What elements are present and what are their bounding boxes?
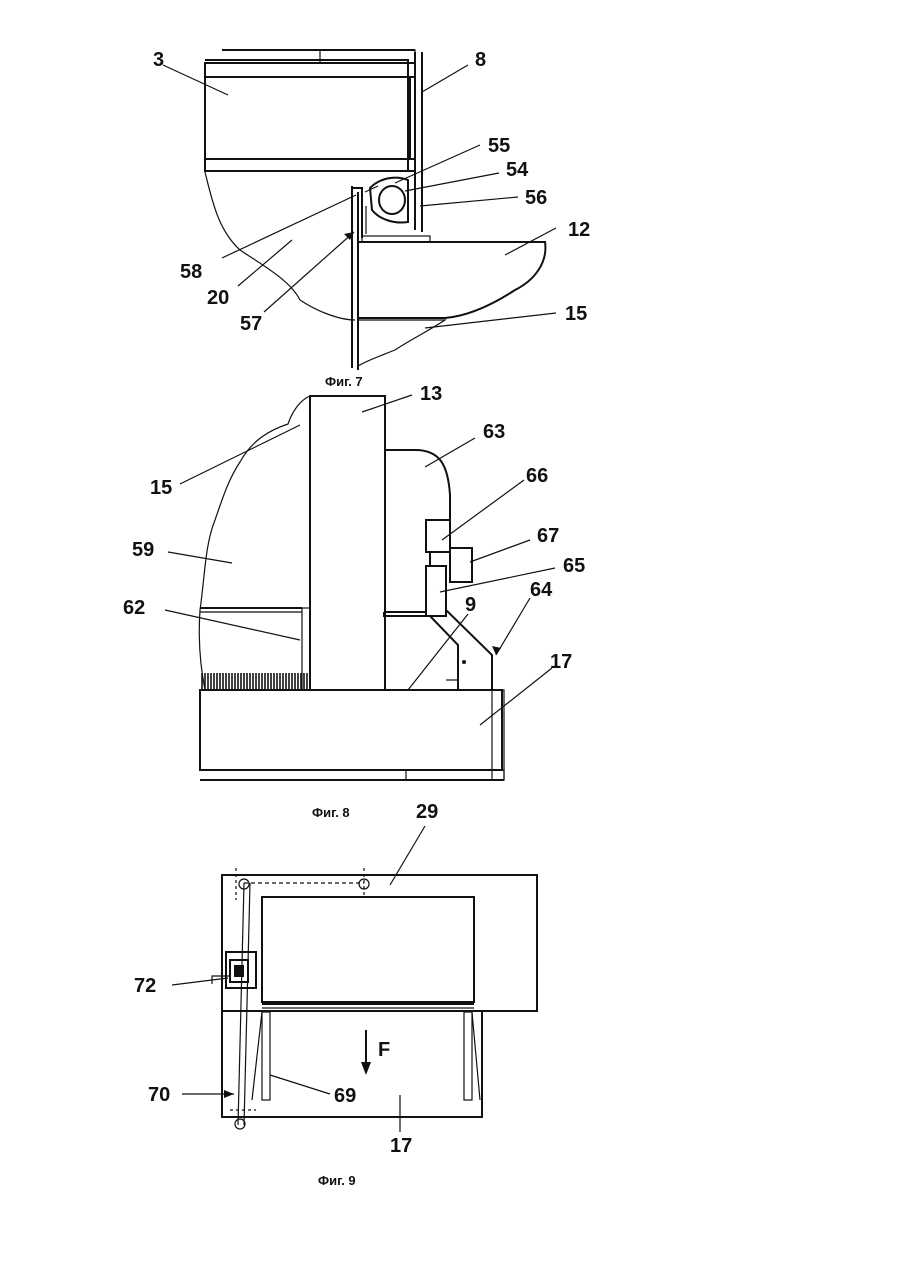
fig8-label-64: 64 bbox=[530, 579, 553, 601]
fig7-label-56: 56 bbox=[525, 187, 547, 209]
fig9-label-69: 69 bbox=[334, 1085, 356, 1107]
fig9-label-17: 17 bbox=[390, 1135, 412, 1157]
fig8-label-15: 15 bbox=[150, 477, 172, 499]
plate-13 bbox=[310, 396, 385, 690]
fig9-label-29: 29 bbox=[416, 801, 438, 823]
fig7-label-15: 15 bbox=[565, 303, 587, 325]
fig8-label-63: 63 bbox=[483, 421, 505, 443]
base-17 bbox=[200, 690, 504, 780]
fig9-caption: Фиг. 9 bbox=[318, 1173, 356, 1188]
fig8-label-65: 65 bbox=[563, 555, 585, 577]
fig8-label-13: 13 bbox=[420, 383, 442, 405]
fig7-label-8: 8 bbox=[475, 49, 486, 71]
fig7-label-3: 3 bbox=[153, 49, 164, 71]
region-59 bbox=[199, 396, 310, 690]
panel-3 bbox=[205, 50, 415, 171]
fig8-label-9: 9 bbox=[465, 594, 476, 616]
frame-29 bbox=[222, 875, 537, 1011]
fig8-label-17: 17 bbox=[550, 651, 572, 673]
fig7-label-54: 54 bbox=[506, 159, 529, 181]
fig8-caption: Фиг. 8 bbox=[312, 805, 350, 820]
fig9-leaders bbox=[172, 826, 425, 1132]
force-arrow bbox=[361, 1030, 371, 1075]
fig7-label-57: 57 bbox=[240, 313, 262, 335]
fig7-label-12: 12 bbox=[568, 219, 590, 241]
fig8-label-59: 59 bbox=[132, 539, 154, 561]
inner-window bbox=[262, 897, 474, 1002]
brush-strip bbox=[200, 673, 310, 690]
block-12 bbox=[358, 242, 545, 318]
fig7-label-20: 20 bbox=[207, 287, 229, 309]
fig7-label-55: 55 bbox=[488, 135, 510, 157]
fig9-label-72: 72 bbox=[134, 975, 156, 997]
seal-54-55-56 bbox=[365, 178, 408, 223]
fig9-label-70: 70 bbox=[148, 1084, 170, 1106]
fig9-label-F: F bbox=[378, 1039, 390, 1061]
figure-9: 29 72 F 70 69 17 Фиг. 9 bbox=[134, 801, 537, 1188]
fig8-label-66: 66 bbox=[526, 465, 548, 487]
figure-8: 13 63 15 66 59 67 65 62 9 64 17 Фиг. 8 bbox=[123, 383, 585, 820]
lock-72 bbox=[212, 952, 256, 988]
fig8-label-67: 67 bbox=[537, 525, 559, 547]
fig7-caption: Фиг. 7 bbox=[325, 374, 363, 389]
fig8-label-62: 62 bbox=[123, 597, 145, 619]
figure-7: 3 8 55 54 56 58 20 57 12 15 Фиг. 7 bbox=[153, 49, 590, 389]
fig7-label-58: 58 bbox=[180, 261, 202, 283]
